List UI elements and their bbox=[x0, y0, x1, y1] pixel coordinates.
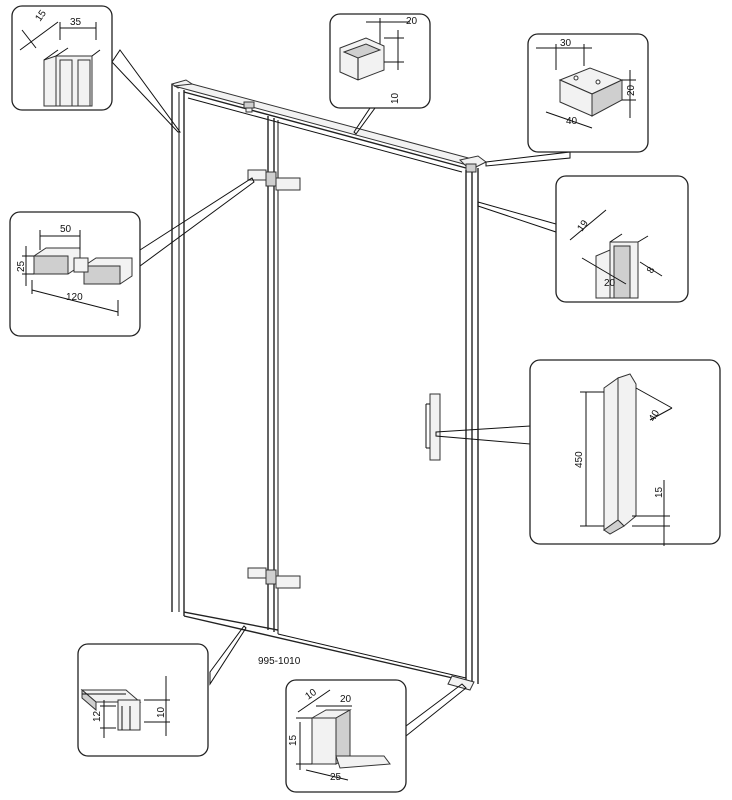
dim-bracket-width: 30 bbox=[560, 38, 572, 49]
dim-hinge-height: 25 bbox=[16, 260, 27, 272]
profile-section-icon bbox=[43, 47, 101, 107]
dim-seal-height: 12 bbox=[92, 710, 103, 722]
shower-door: 995-1010 bbox=[170, 79, 487, 691]
door-handle bbox=[425, 393, 441, 461]
dim-seal-lip: 10 bbox=[156, 706, 167, 718]
handle-bar-icon bbox=[603, 373, 637, 535]
dim-profile-width: 35 bbox=[70, 17, 82, 28]
detail-top-right-bracket: 30 40 20 bbox=[527, 33, 649, 153]
detail-bottom-seal: 12 10 bbox=[77, 643, 209, 757]
dim-handle-depth: 40 bbox=[647, 408, 662, 424]
lower-hinge bbox=[247, 567, 301, 589]
top-rail bbox=[173, 83, 477, 173]
top-clamp-pin bbox=[245, 107, 253, 113]
dim-handle-length: 450 bbox=[574, 451, 585, 468]
right-wall-profile bbox=[465, 168, 479, 684]
detail-top-rail: 20 10 bbox=[329, 13, 431, 109]
dim-hinge-plate: 50 bbox=[60, 224, 72, 235]
detail-right-profile: 19 20 8 bbox=[555, 175, 689, 303]
bracket-icon bbox=[558, 67, 624, 117]
detail-profile-top-left: 15 35 bbox=[11, 5, 113, 111]
dim-handle-gap: 15 bbox=[654, 486, 665, 498]
upper-hinge bbox=[247, 169, 301, 191]
detail-bottom-guide: 10 20 15 25 bbox=[285, 679, 407, 793]
dim-guide-width: 20 bbox=[340, 694, 352, 705]
hinge-axis bbox=[267, 116, 279, 634]
right-profile-icon bbox=[595, 233, 649, 299]
hinge-icon bbox=[33, 247, 133, 285]
bottom-rail bbox=[183, 615, 475, 691]
dim-bracket-length: 40 bbox=[566, 116, 578, 127]
dim-rail-width: 20 bbox=[406, 16, 418, 27]
detail-hinge: 50 25 120 bbox=[9, 211, 141, 337]
dim-guide-height: 15 bbox=[288, 734, 299, 746]
dim-right-profile-width: 20 bbox=[604, 278, 616, 289]
fixed-panel-bottom-edge bbox=[183, 611, 279, 631]
width-range-label: 995-1010 bbox=[258, 656, 301, 667]
detail-handle: 450 40 15 bbox=[529, 359, 721, 546]
dim-rail-height: 10 bbox=[390, 92, 401, 104]
dim-right-profile-lip: 8 bbox=[645, 265, 658, 276]
rail-section-icon bbox=[339, 37, 385, 81]
left-wall-profile bbox=[170, 79, 194, 616]
seal-profile-icon bbox=[80, 688, 142, 731]
top-clamp bbox=[243, 101, 255, 109]
dim-guide-length: 25 bbox=[330, 772, 342, 783]
dim-hinge-length: 120 bbox=[66, 292, 83, 303]
bottom-guide-icon bbox=[310, 709, 391, 769]
dim-bracket-height: 20 bbox=[626, 84, 637, 96]
leader-lines bbox=[111, 49, 571, 738]
